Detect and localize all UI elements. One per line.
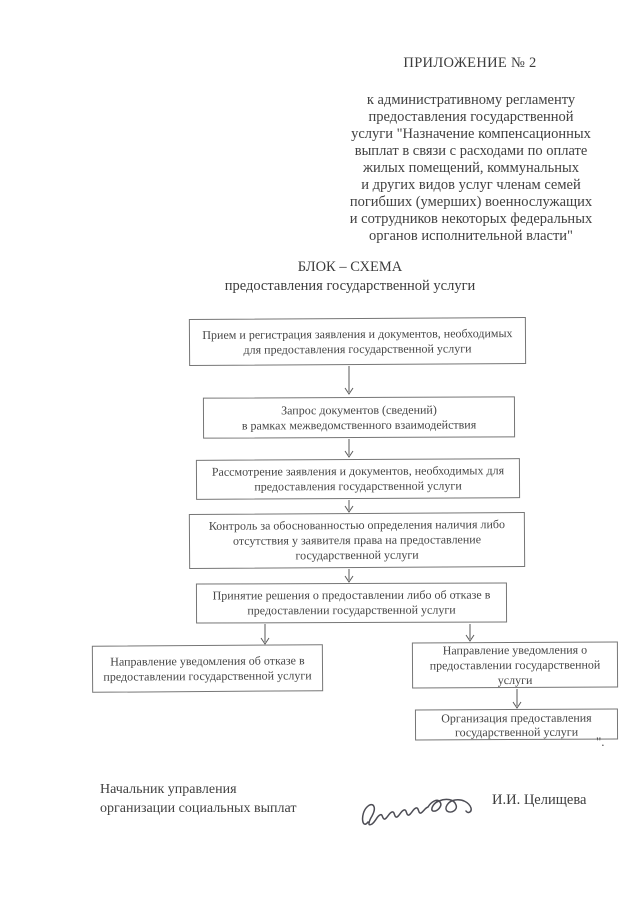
regulation-reference: к административному регламенту предостав… [349,92,593,244]
arrow-down-icon [512,689,522,709]
scheme-title: БЛОК – СХЕМА предоставления государствен… [224,259,476,294]
signoff-name: И.И. Целищева [492,792,587,808]
arrow-down-icon [344,439,354,458]
appendix-label: ПРИЛОЖЕНИЕ № 2 [403,55,537,71]
flow-box-review: Рассмотрение заявления и документов, нео… [195,458,521,500]
flow-box-reception: Прием и регистрация заявления и документ… [188,316,527,367]
arrow-down-icon [260,624,270,645]
flow-box-organization: Организация предоставления государственн… [414,708,619,741]
flow-box-control: Контроль за обоснованностью определения … [188,511,526,570]
arrow-down-icon [344,569,354,583]
flow-box-grant-notice: Направление уведомления о предоставлении… [411,641,619,689]
arrow-down-icon [344,366,354,395]
flow-box-refusal-notice: Направление уведомления об отказе в пред… [91,644,324,693]
flow-box-decision: Принятие решения о предоставлении либо о… [195,582,508,624]
arrow-down-icon [465,624,475,642]
arrow-down-icon [344,500,354,513]
closing-quote: ". [596,734,605,749]
flow-box-request: Запрос документов (сведений) в рамках ме… [202,396,516,439]
signature-icon [361,798,472,826]
signoff-position: Начальник управления организации социаль… [100,782,297,816]
